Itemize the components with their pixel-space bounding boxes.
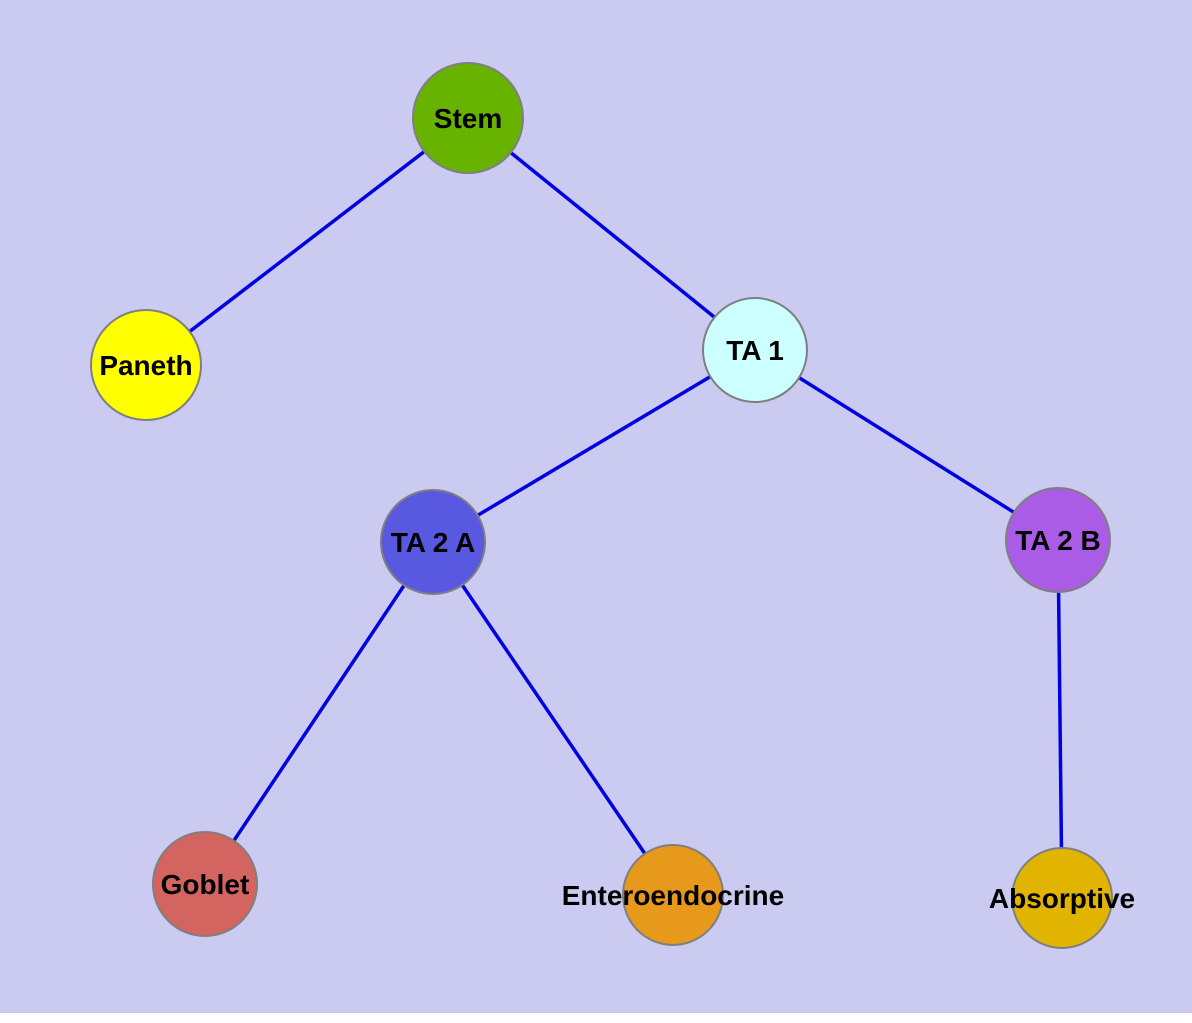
node-label-enteroendocrine: Enteroendocrine <box>562 880 784 911</box>
edge-ta1-ta2a <box>432 348 756 544</box>
graph-node-enteroendocrine[interactable]: Enteroendocrine <box>562 844 784 946</box>
node-circle-stem[interactable] <box>412 62 524 174</box>
node-circle-goblet[interactable] <box>152 831 258 937</box>
node-circle-absorptive[interactable] <box>1011 847 1113 949</box>
node-label-absorptive: Absorptive <box>989 883 1135 914</box>
bottom-strip <box>0 1013 1192 1023</box>
edge-stem-ta1 <box>466 116 757 352</box>
node-label-stem: Stem <box>434 103 502 134</box>
graph-node-paneth[interactable]: Paneth <box>90 309 202 421</box>
node-circle-paneth[interactable] <box>90 309 202 421</box>
graph-node-ta2b[interactable]: TA 2 B <box>1005 487 1111 593</box>
node-label-ta2b: TA 2 B <box>1015 525 1101 556</box>
node-circle-ta1[interactable] <box>702 297 808 403</box>
node-label-ta2a: TA 2 A <box>391 527 476 558</box>
graph-node-ta2a[interactable]: TA 2 A <box>380 489 486 595</box>
edge-stem-paneth <box>144 116 470 367</box>
graph-node-goblet[interactable]: Goblet <box>152 831 258 937</box>
graph-node-absorptive[interactable]: Absorptive <box>989 847 1135 949</box>
node-circle-ta2a[interactable] <box>380 489 486 595</box>
node-label-ta1: TA 1 <box>726 335 784 366</box>
node-circle-enteroendocrine[interactable] <box>622 844 724 946</box>
edge-ta2b-absorptive <box>1056 539 1064 899</box>
node-label-paneth: Paneth <box>99 350 192 381</box>
graph-node-ta1[interactable]: TA 1 <box>702 297 808 403</box>
edge-ta2a-enteroendocrine <box>431 541 675 896</box>
graph-node-stem[interactable]: Stem <box>412 62 524 174</box>
node-circle-ta2b[interactable] <box>1005 487 1111 593</box>
edge-ta1-ta2b <box>754 348 1059 542</box>
node-label-goblet: Goblet <box>161 869 250 900</box>
edge-ta2a-goblet <box>203 541 435 885</box>
